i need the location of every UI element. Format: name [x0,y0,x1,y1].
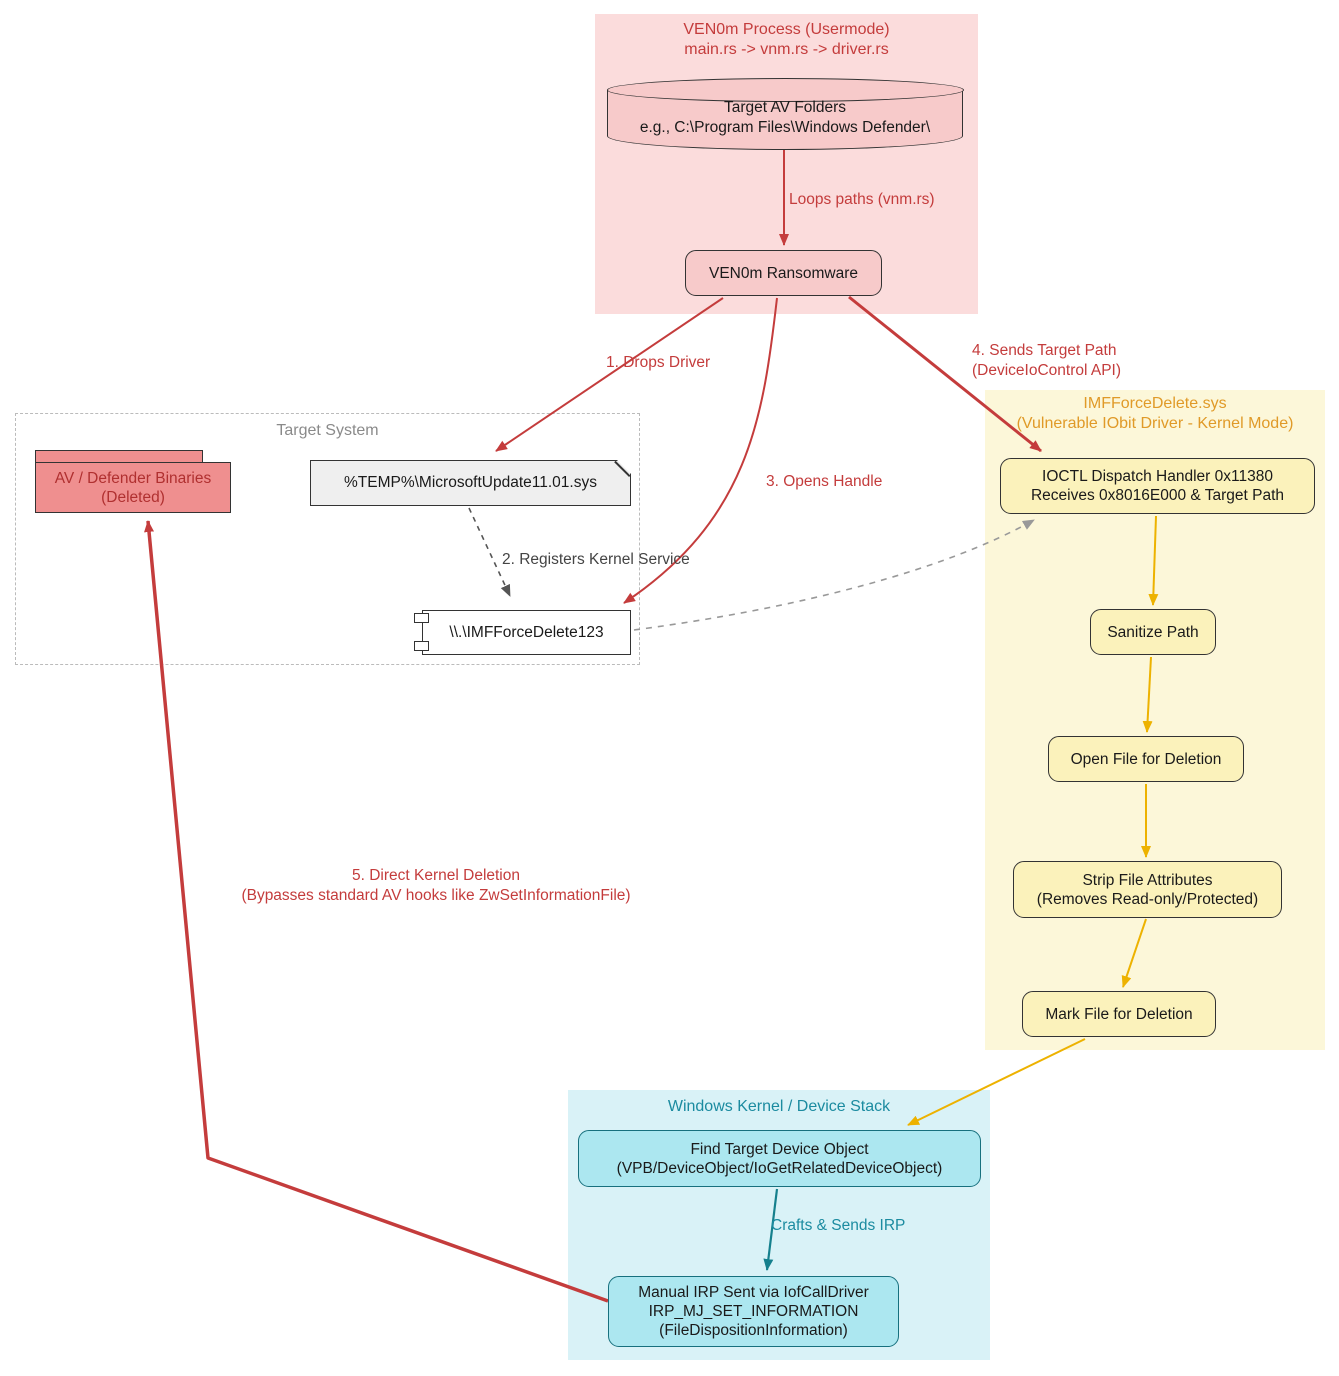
edge-label-opens-handle: 3. Opens Handle [766,473,883,490]
target-system-title: Target System [276,422,379,439]
mark-deletion-label: Mark File for Deletion [1045,1005,1193,1023]
node-open-file: Open File for Deletion [1048,736,1244,782]
target-av-folders-line1: Target AV Folders [723,99,847,116]
find-device-line2: (VPB/DeviceObject/IoGetRelatedDeviceObje… [616,1159,943,1177]
component-tab-top [414,613,429,623]
node-ioctl-handler: IOCTL Dispatch Handler 0x11380 Receives … [1000,458,1315,514]
edge-label-loops-paths: Loops paths (vnm.rs) [789,191,935,208]
node-ransomware: VEN0m Ransomware [685,250,882,296]
component-tab-bottom [414,641,429,651]
open-file-label: Open File for Deletion [1070,750,1222,768]
node-target-av-folders: Target AV Folders e.g., C:\Program Files… [606,78,964,150]
kernel-driver-title-line1: IMFForceDelete.sys [1083,395,1227,412]
target-av-folders-line2: e.g., C:\Program Files\Windows Defender\ [639,119,931,136]
manual-irp-line1: Manual IRP Sent via IofCallDriver [638,1284,869,1301]
node-strip-attributes: Strip File Attributes (Removes Read-only… [1013,861,1282,918]
direct-deletion-line2: (Bypasses standard AV hooks like ZwSetIn… [241,887,631,904]
edge-label-registers-service: 2. Registers Kernel Service [502,551,690,568]
node-find-device: Find Target Device Object (VPB/DeviceObj… [578,1130,981,1187]
node-sanitize-path: Sanitize Path [1090,609,1216,655]
kernel-driver-title-line2: (Vulnerable IObit Driver - Kernel Mode) [1016,415,1294,432]
dropped-driver-label: %TEMP%\MicrosoftUpdate11.01.sys [344,474,597,491]
ioctl-handler-line1: IOCTL Dispatch Handler 0x11380 [1042,468,1273,485]
node-mark-deletion: Mark File for Deletion [1022,991,1216,1037]
node-manual-irp: Manual IRP Sent via IofCallDriver IRP_MJ… [608,1276,899,1347]
strip-attributes-line1: Strip File Attributes [1082,871,1213,889]
ioctl-handler-line2: Receives 0x8016E000 & Target Path [1030,487,1285,504]
ransomware-label: VEN0m Ransomware [708,264,859,282]
target-av-folders-text: Target AV Folders e.g., C:\Program Files… [608,90,962,138]
sanitize-path-label: Sanitize Path [1107,623,1199,641]
kernel-driver-container-title: IMFForceDelete.sys (Vulnerable IObit Dri… [985,394,1325,434]
find-device-line1: Find Target Device Object [690,1140,869,1158]
edge-label-direct-deletion: 5. Direct Kernel Deletion (Bypasses stan… [205,866,667,906]
av-binaries-line2: (Deleted) [101,488,165,506]
edge-handle-to-ioctl [633,519,1035,631]
manual-irp-line3: (FileDispositionInformation) [659,1322,848,1339]
manual-irp-line2: IRP_MJ_SET_INFORMATION [648,1303,859,1320]
usermode-title-line2: main.rs -> vnm.rs -> driver.rs [684,41,889,58]
device-handle-label: \\.\IMFForceDelete123 [449,623,604,641]
usermode-container-title: VEN0m Process (Usermode) main.rs -> vnm.… [595,20,978,60]
direct-deletion-line1: 5. Direct Kernel Deletion [352,867,520,884]
windows-kernel-title: Windows Kernel / Device Stack [667,1098,891,1115]
node-device-handle: \\.\IMFForceDelete123 [422,610,631,655]
av-binaries-folder-tab [35,450,203,464]
sends-path-line2: (DeviceIoControl API) [972,362,1122,379]
usermode-title-line1: VEN0m Process (Usermode) [683,21,890,38]
edge-label-crafts-irp: Crafts & Sends IRP [771,1217,906,1234]
av-binaries-line1: AV / Defender Binaries [54,469,212,487]
edge-label-sends-path: 4. Sends Target Path (DeviceIoControl AP… [972,341,1121,381]
node-dropped-driver-file: %TEMP%\MicrosoftUpdate11.01.sys [310,459,632,506]
node-av-binaries-deleted: AV / Defender Binaries (Deleted) [35,462,231,513]
edge-label-drops-driver: 1. Drops Driver [606,354,711,371]
strip-attributes-line2: (Removes Read-only/Protected) [1036,890,1259,908]
sends-path-line1: 4. Sends Target Path [972,342,1117,359]
